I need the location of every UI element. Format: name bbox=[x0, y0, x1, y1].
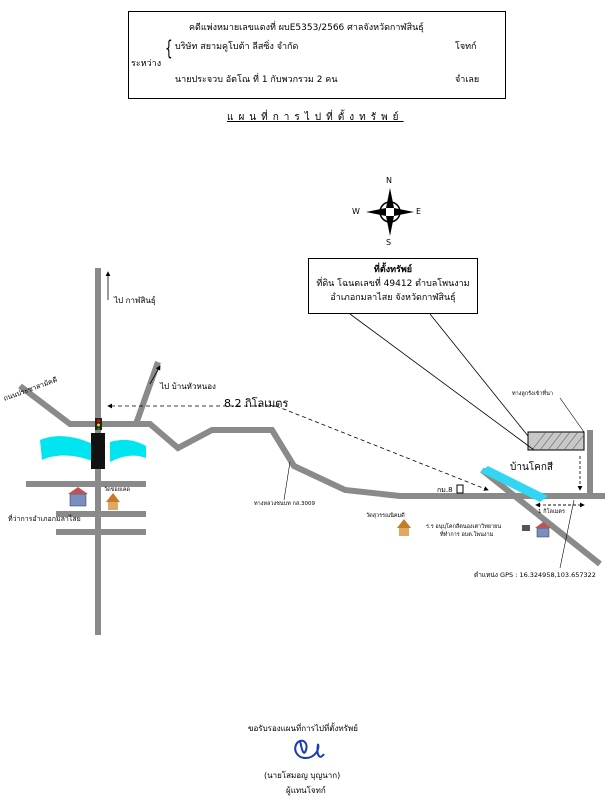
certify-text: ขอรับรองแผนที่การไปที่ตั้งทรัพย์ bbox=[248, 724, 358, 733]
school-small-icon bbox=[522, 525, 530, 531]
km-marker-icon bbox=[456, 484, 464, 494]
property-parcel bbox=[527, 431, 585, 451]
label-school-1: ร.ร อนุบุโคกสีตนองเต่าวิทยายน bbox=[426, 524, 502, 530]
temple-icon-left bbox=[106, 493, 120, 510]
stream-right bbox=[480, 466, 548, 502]
property-district: อำเภอกมลาไสย จังหวัดกาฬสินธุ์ bbox=[330, 293, 456, 303]
label-distance-main: 8.2 กิโลเมตร bbox=[224, 397, 289, 410]
road-diagonal-right bbox=[480, 467, 602, 567]
label-temple-mid: วัดสุวรรณนิคมดี bbox=[366, 513, 405, 519]
compass-icon bbox=[366, 188, 414, 236]
page-title: แผนที่การไปที่ตั้งทรัพย์ bbox=[227, 112, 404, 123]
bridge-icon bbox=[91, 433, 105, 469]
label-gps: ตำแหน่ง GPS : 16.324958,103.657322 bbox=[474, 571, 596, 579]
amphoe-office-icon bbox=[68, 487, 88, 507]
plaintiff-name: บริษัท สยามคูโบต้า ลีสซิ่ง จำกัด bbox=[175, 42, 299, 52]
signature-mark bbox=[294, 739, 325, 760]
distance-8-2km-diag bbox=[275, 405, 489, 491]
label-amphoe-office: ที่ว่าการอำเภอกมลาไสย bbox=[8, 515, 81, 523]
label-ban-khok-si: บ้านโคกสี bbox=[510, 462, 554, 473]
signer-name: (นายโสมอญ บุญนาก) bbox=[264, 771, 341, 780]
brace-icon: { bbox=[165, 36, 173, 60]
river-left-east bbox=[110, 439, 146, 462]
label-rural-road: ทางหลวงชนบท กส.3009 bbox=[254, 501, 315, 507]
arrow-to-ban-nong bbox=[149, 365, 161, 385]
between-label: ระหว่าง bbox=[131, 59, 162, 69]
property-deed: ที่ดิน โฉนดเลขที่ 49412 ตำบลโพนงาม bbox=[316, 279, 470, 289]
defendant-name: นายประจวบ อัตโณ ที่ 1 กับพวกรวม 2 คน bbox=[175, 75, 338, 85]
defendant-role: จำเลย bbox=[455, 75, 480, 85]
road-3009 bbox=[98, 421, 605, 499]
school-icon bbox=[535, 522, 551, 538]
property-location-box: ที่ตั้งทรัพย์ ที่ดิน โฉนดเลขที่ 49412 ตำ… bbox=[308, 258, 478, 314]
case-header-box: คดีแพ่งหมายเลขแดงที่ ผบE5353/2566 ศาลจัง… bbox=[128, 11, 506, 99]
property-heading: ที่ตั้งทรัพย์ bbox=[373, 265, 413, 275]
label-side-road: ทางลูกรังเข้าที่นา bbox=[512, 391, 553, 397]
label-to-ban-nong: ไป บ้านหัวหนอง bbox=[160, 382, 216, 391]
label-school-2: ที่ทำการ อบต.โพนงาม bbox=[440, 532, 494, 538]
road-to-ban-nong bbox=[133, 360, 161, 426]
river-left bbox=[40, 436, 95, 462]
road-prachasamakkee bbox=[18, 383, 98, 427]
compass-s: S bbox=[386, 238, 392, 247]
label-km-marker: กม.8 bbox=[437, 486, 453, 494]
signer-role: ผู้แทนโจทก์ bbox=[286, 786, 326, 795]
compass-w: W bbox=[352, 207, 360, 216]
case-number-line: คดีแพ่งหมายเลขแดงที่ ผบE5353/2566 ศาลจัง… bbox=[189, 23, 424, 33]
temple-icon-mid bbox=[397, 519, 411, 536]
plaintiff-role: โจทก์ bbox=[455, 42, 477, 52]
label-one-km: 1 กิโลเมตร bbox=[538, 509, 565, 515]
label-to-kalasin: ไป กาฬสินธุ์ bbox=[114, 296, 156, 305]
label-temple-left: วัดข่อยเคด bbox=[104, 487, 131, 493]
compass-n: N bbox=[386, 176, 392, 185]
compass-e: E bbox=[416, 207, 422, 216]
